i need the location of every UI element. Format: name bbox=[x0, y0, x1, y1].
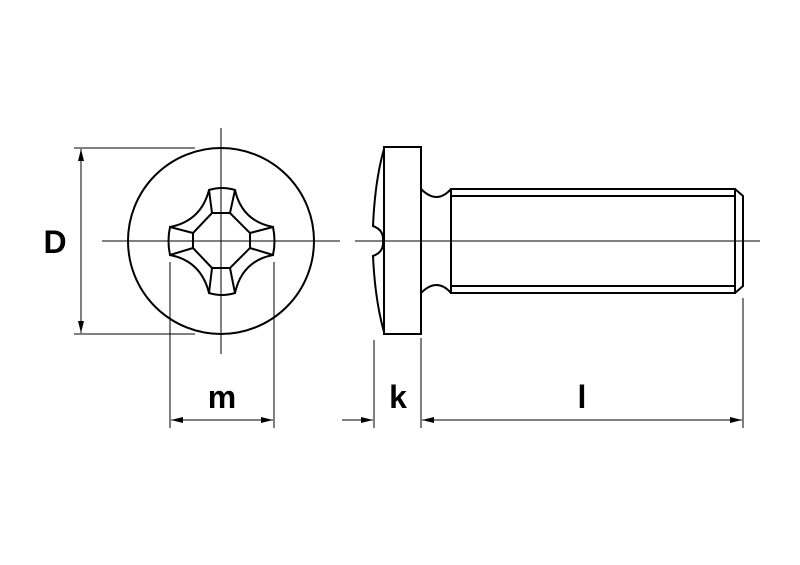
dimension-k: k bbox=[342, 338, 422, 428]
label-k: k bbox=[389, 379, 407, 415]
phillips-recess bbox=[167, 187, 276, 296]
dimension-m: m bbox=[169, 262, 275, 428]
screw-side-view bbox=[355, 146, 760, 335]
neck-top bbox=[420, 188, 452, 198]
label-l: l bbox=[578, 379, 587, 415]
label-m: m bbox=[208, 379, 236, 415]
dimension-d: D bbox=[43, 147, 195, 335]
dimension-l: l bbox=[422, 298, 744, 428]
label-d: D bbox=[43, 224, 66, 260]
neck-bottom bbox=[420, 284, 452, 294]
head-top-view bbox=[102, 128, 340, 354]
